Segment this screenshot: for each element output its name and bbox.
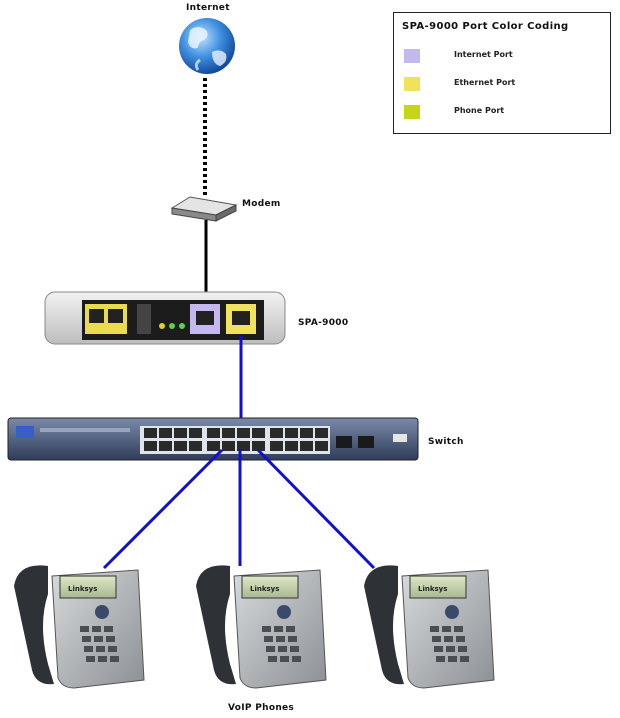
modem-label: Modem <box>242 199 281 209</box>
spa-9000-device <box>44 291 286 345</box>
internet-port-swatch <box>404 49 420 63</box>
switch-phone-1-cable <box>102 448 224 570</box>
switch-phone-3-cable <box>256 448 376 570</box>
switch-label: Switch <box>428 437 464 447</box>
ethernet-port-swatch <box>404 77 420 91</box>
phone-screen-text: Linksys <box>418 585 447 593</box>
legend-label: Internet Port <box>454 50 513 59</box>
port-color-legend: SPA-9000 Port Color Coding Internet Port… <box>393 12 611 134</box>
phone-screen-text: Linksys <box>250 585 279 593</box>
voip-phone-3: Linksys <box>364 565 495 689</box>
phone-screen-text: Linksys <box>68 585 97 593</box>
spa-9000-label: SPA-9000 <box>298 318 349 328</box>
internet-globe-icon <box>179 18 235 74</box>
voip-phones-label: VoIP Phones <box>228 703 295 713</box>
voip-phone-2: Linksys <box>196 565 327 689</box>
legend-title: SPA-9000 Port Color Coding <box>402 21 569 32</box>
voip-phone-1: Linksys <box>14 565 145 689</box>
legend-label: Phone Port <box>454 106 505 115</box>
phone-port-swatch <box>404 105 420 119</box>
switch-device <box>7 417 419 461</box>
internet-label: Internet <box>186 3 230 13</box>
modem-device <box>170 196 238 222</box>
legend-label: Ethernet Port <box>454 78 516 87</box>
